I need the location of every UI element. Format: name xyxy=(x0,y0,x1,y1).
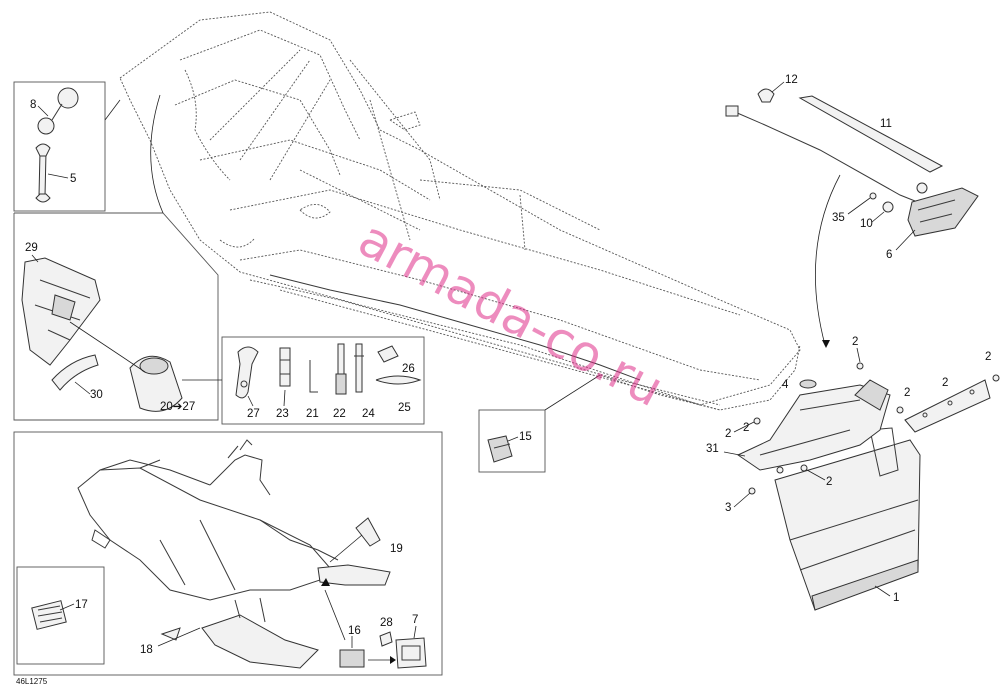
callout-27: 27 xyxy=(247,408,260,420)
callout-11: 11 xyxy=(880,118,892,130)
part-6-taillight xyxy=(907,187,979,237)
part-22-screwdriver xyxy=(335,343,347,395)
leader-bag-to-frame xyxy=(150,94,164,214)
part-35-nut xyxy=(869,192,877,200)
part-20-toolkit-pouch xyxy=(129,355,183,412)
part-4-cap xyxy=(799,379,817,389)
leader-connector-to-frame xyxy=(544,374,601,411)
callout-2b: 2 xyxy=(725,428,731,440)
callout-12: 12 xyxy=(785,74,798,86)
part-23-fuse xyxy=(279,347,291,387)
part-5-wrench xyxy=(35,143,51,203)
callout-31: 31 xyxy=(706,443,719,455)
callout-2e: 2 xyxy=(904,387,910,399)
part-1-snow-flap xyxy=(774,427,921,611)
callout-25: 25 xyxy=(398,402,411,414)
part-10-grommet xyxy=(882,182,928,213)
callout-22: 22 xyxy=(333,408,346,420)
inset-box-bag xyxy=(13,212,219,421)
callout-2c: 2 xyxy=(743,422,749,434)
part-25-belt-puller xyxy=(375,375,422,385)
callout-23: 23 xyxy=(276,408,289,420)
callout-26: 26 xyxy=(402,363,415,375)
part-24-spark-plug-tool xyxy=(354,343,364,393)
callout-20: 20➔27 xyxy=(160,401,195,413)
callout-8: 8 xyxy=(30,99,36,111)
part-30-strap xyxy=(51,354,99,391)
callout-7: 7 xyxy=(412,614,418,626)
callout-15: 15 xyxy=(519,431,532,443)
inset-box-tools xyxy=(13,81,106,212)
part-11-harness-cover xyxy=(798,95,944,173)
callout-19: 19 xyxy=(390,543,403,555)
part-16-card xyxy=(339,649,365,668)
part-19-decal xyxy=(355,517,381,547)
part-27-spanner xyxy=(235,346,259,399)
part-side-bracket xyxy=(904,379,991,433)
part-8-valve xyxy=(37,87,79,135)
callout-16: 16 xyxy=(348,625,361,637)
arrow-taillight xyxy=(822,340,830,348)
watermark: armada-co.ru xyxy=(349,209,672,418)
part-28-clip xyxy=(379,631,393,647)
callout-4: 4 xyxy=(782,379,789,391)
callout-2f: 2 xyxy=(942,377,948,389)
callout-35: 35 xyxy=(832,212,845,224)
part-26-clip xyxy=(377,345,399,363)
inset-box-connector xyxy=(478,409,546,473)
part-29-storage-bag xyxy=(21,257,101,366)
part-12-clip xyxy=(757,88,775,103)
part-18-decal xyxy=(160,627,181,641)
part-7-holder xyxy=(395,637,427,669)
fasteners-2 xyxy=(748,362,1000,495)
leader-taillight-to-guard xyxy=(815,174,841,346)
callout-2d: 2 xyxy=(826,476,832,488)
callout-2a: 2 xyxy=(852,336,858,348)
inset-box-toolkit xyxy=(221,336,425,425)
inset-box-vehicle xyxy=(13,431,443,676)
part-15-connector xyxy=(487,435,513,463)
callout-17: 17 xyxy=(75,599,88,611)
callout-1: 1 xyxy=(893,592,899,604)
callout-21: 21 xyxy=(306,408,319,420)
callout-28: 28 xyxy=(380,617,393,629)
callout-3: 3 xyxy=(725,502,731,514)
callout-5: 5 xyxy=(70,173,76,185)
figure-code: 46L1275 xyxy=(16,677,48,686)
callout-10: 10 xyxy=(860,218,873,230)
part-wire-harness xyxy=(725,105,926,206)
part-17-label xyxy=(31,600,67,630)
callout-30: 30 xyxy=(90,389,103,401)
callout-6: 6 xyxy=(886,249,892,261)
callout-2g: 2 xyxy=(985,351,991,363)
chassis-tunnel-frame xyxy=(119,11,801,411)
inset-box-label xyxy=(16,566,105,665)
part-21-hex-key xyxy=(309,360,318,393)
snowmobile-outline xyxy=(77,439,391,669)
callout-18: 18 xyxy=(140,644,153,656)
leader-tools-to-frame xyxy=(104,99,121,121)
arrow-vehicle-to-card xyxy=(324,589,346,641)
callout-29: 29 xyxy=(25,242,38,254)
callout-24: 24 xyxy=(362,408,375,420)
part-31-guard-bracket xyxy=(736,379,891,471)
